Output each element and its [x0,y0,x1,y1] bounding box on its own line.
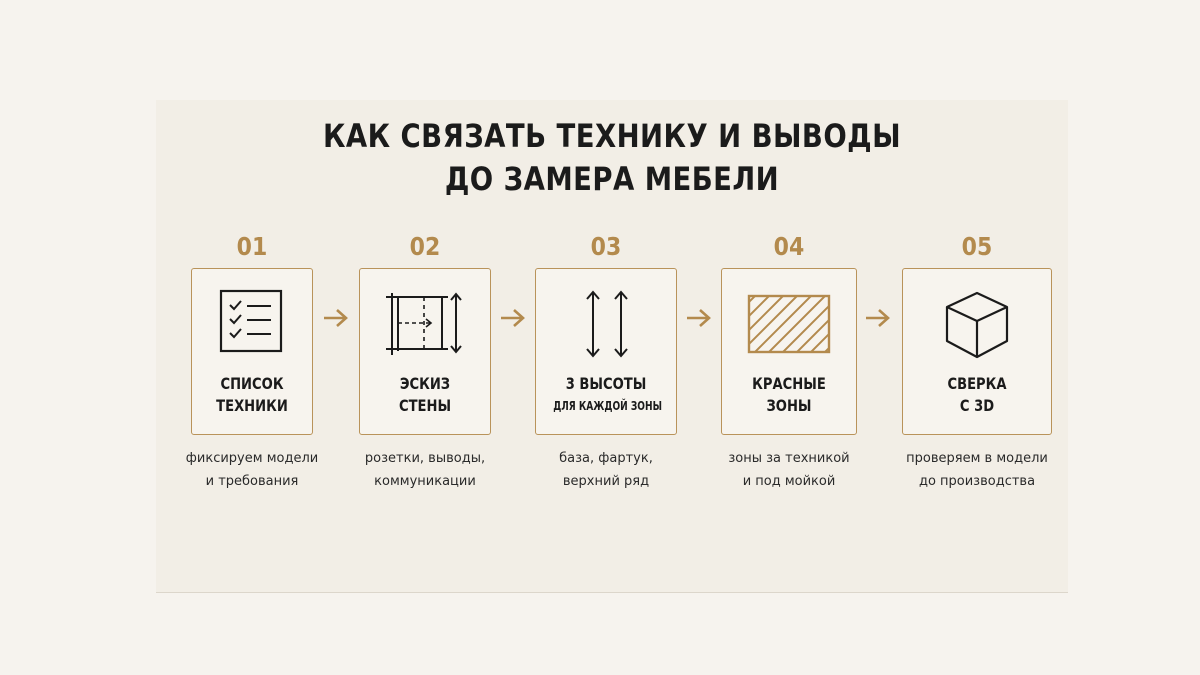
step-label-line1: СПИСОК [220,374,284,393]
step-label: 3 ВЫСОТЫ ДЛЯ КАЖДОЙ ЗОНЫ [549,373,664,417]
checklist-icon [219,289,283,353]
step-desc-line2: коммуникации [374,474,476,489]
step-description: зоны за техникой и под мойкой [708,447,870,493]
arrow-right-icon [866,309,890,327]
step-desc-line2: верхний ряд [562,474,650,489]
step-label-line1: ЭСКИЗ [399,374,451,393]
step-description: розетки, выводы, коммуникации [344,447,506,493]
step-label-line2: С 3D [959,396,995,415]
step-number: 05 [961,232,993,261]
step-number: 04 [773,232,805,261]
step-description: проверяем в модели до производства [896,447,1058,493]
bottom-divider [156,592,1068,593]
step-card: 3 ВЫСОТЫ ДЛЯ КАЖДОЙ ЗОНЫ [535,268,677,435]
wall-sketch-icon [386,292,462,355]
arrow-right-icon [687,309,711,327]
step-number: 02 [409,232,441,261]
page-title-line1: КАК СВЯЗАТЬ ТЕХНИКУ И ВЫВОДЫ [322,117,902,155]
step-number: 03 [590,232,622,261]
step-description: база, фартук, верхний ряд [525,447,687,493]
step-desc-line1: база, фартук, [559,451,653,466]
step-label: СВЕРКА С 3D [916,373,1037,417]
step-desc-line2: и под мойкой [742,474,836,489]
step-label-line2: СТЕНЫ [398,396,452,415]
step-label-line2: ТЕХНИКИ [216,396,288,415]
hatched-zone-icon [747,294,831,354]
step-card: ЭСКИЗ СТЕНЫ [359,268,491,435]
step-label: СПИСОК ТЕХНИКИ [203,373,301,417]
step-card: КРАСНЫЕ ЗОНЫ [721,268,857,435]
cube-3d-icon [945,291,1009,359]
step-description: фиксируем модели и требования [171,447,333,493]
step-desc-line2: и требования [205,474,299,489]
step-label-line1: 3 ВЫСОТЫ [565,374,647,393]
step-card: СПИСОК ТЕХНИКИ [191,268,313,435]
arrow-right-icon [324,309,348,327]
step-label-line2: ЗОНЫ [766,396,812,415]
step-label: ЭСКИЗ СТЕНЫ [372,373,479,417]
step-desc-line2: до производства [918,474,1036,489]
page-title-line2: ДО ЗАМЕРА МЕБЕЛИ [444,160,780,198]
step-desc-line1: зоны за техникой [728,451,850,466]
step-card: СВЕРКА С 3D [902,268,1052,435]
step-label-line2: ДЛЯ КАЖДОЙ ЗОНЫ [553,399,662,413]
step-desc-line1: проверяем в модели [906,451,1048,466]
step-label-line1: КРАСНЫЕ [752,374,826,393]
step-label: КРАСНЫЕ ЗОНЫ [734,373,844,417]
arrow-right-icon [501,309,525,327]
step-desc-line1: розетки, выводы, [364,451,486,466]
step-label-line1: СВЕРКА [947,374,1007,393]
step-number: 01 [236,232,268,261]
step-desc-line1: фиксируем модели [185,451,319,466]
height-arrows-icon [586,290,628,358]
